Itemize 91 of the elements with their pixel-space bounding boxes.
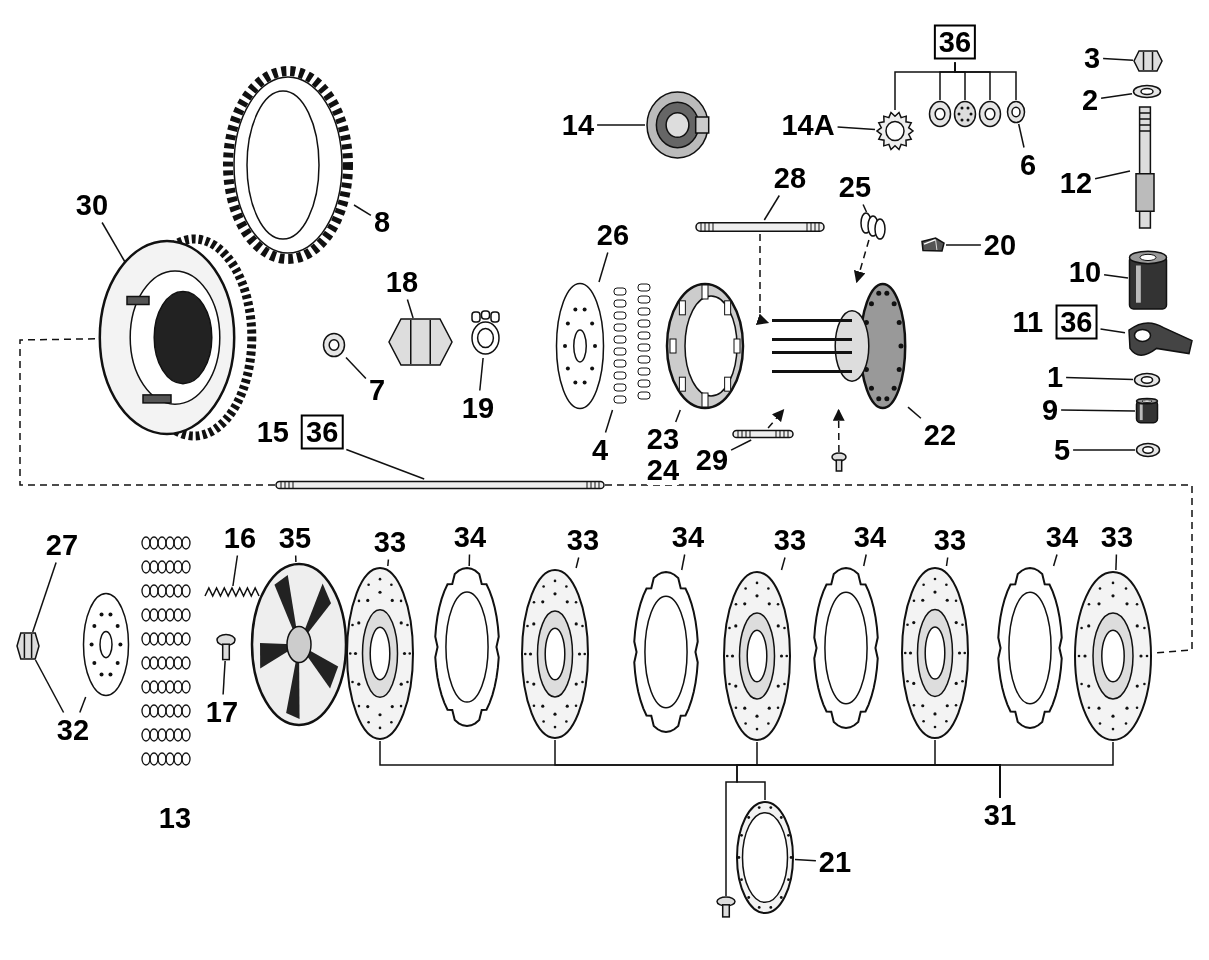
leader-line bbox=[1094, 170, 1131, 180]
steel-plate-drawing bbox=[996, 566, 1064, 730]
leader-line bbox=[725, 764, 1001, 897]
tab-washer-drawing bbox=[468, 310, 503, 358]
leader-line bbox=[1072, 449, 1136, 451]
leader-line bbox=[34, 659, 65, 714]
leader-line bbox=[575, 556, 580, 569]
leader-line bbox=[907, 406, 922, 420]
leader-line bbox=[680, 553, 686, 571]
leader-line bbox=[862, 553, 867, 567]
pressure-plate-drawing bbox=[250, 562, 348, 727]
leader-line bbox=[862, 203, 868, 213]
leader-line bbox=[604, 409, 614, 434]
leader-line bbox=[345, 356, 367, 380]
leader-line bbox=[353, 204, 372, 217]
rod-drawing bbox=[695, 220, 825, 234]
leader-line bbox=[294, 554, 297, 563]
friction-plate-drawing bbox=[722, 570, 792, 742]
hex-nut-drawing bbox=[1133, 50, 1163, 72]
dashed-arrow bbox=[832, 408, 845, 453]
leader-line bbox=[1060, 409, 1136, 412]
dashed-arrow bbox=[853, 239, 870, 284]
drum-drawing bbox=[665, 282, 745, 410]
rod-drawing bbox=[275, 479, 605, 491]
leader-line bbox=[222, 660, 226, 696]
screw-drawing bbox=[215, 633, 237, 661]
callout-number: 36 bbox=[933, 24, 977, 60]
leader-line bbox=[730, 439, 752, 451]
steel-plate-drawing bbox=[632, 570, 700, 734]
gasket-drawing bbox=[735, 800, 795, 915]
sleeve-drawing bbox=[1128, 250, 1168, 312]
steel-plate-drawing bbox=[433, 566, 501, 728]
rod-drawing bbox=[732, 428, 794, 440]
leader-line bbox=[468, 553, 471, 567]
screw-drawing bbox=[715, 896, 737, 918]
leader-line bbox=[1099, 328, 1126, 334]
hex-nut-drawing bbox=[388, 318, 453, 366]
leader-line bbox=[836, 126, 876, 131]
friction-plate-drawing bbox=[1073, 570, 1153, 742]
leader-line bbox=[674, 409, 682, 423]
plate-drawing bbox=[555, 282, 605, 410]
washer-drawing bbox=[1133, 372, 1161, 388]
washer-drawing bbox=[978, 100, 1002, 128]
leader-line bbox=[794, 858, 817, 862]
callout-number: 13 bbox=[158, 803, 192, 833]
leader-line bbox=[596, 124, 646, 126]
spring-drawing bbox=[203, 586, 261, 598]
washer-drawing bbox=[1006, 100, 1026, 124]
washer-drawing bbox=[322, 332, 346, 358]
leader-line bbox=[945, 556, 949, 567]
dashed-arrow bbox=[755, 233, 770, 325]
leader-line bbox=[1103, 273, 1129, 279]
disc-drawing bbox=[953, 100, 977, 128]
leader-line bbox=[1102, 57, 1134, 61]
leader-line bbox=[387, 558, 390, 567]
leader-line bbox=[1065, 376, 1134, 381]
leader-line bbox=[479, 357, 484, 392]
leader-line bbox=[598, 251, 609, 283]
sprocket-ring-drawing bbox=[222, 65, 354, 265]
washer-drawing bbox=[928, 100, 952, 128]
leader-line bbox=[406, 298, 414, 319]
leader-line bbox=[1017, 123, 1025, 149]
plate-drawing bbox=[82, 592, 130, 697]
friction-plate-drawing bbox=[345, 566, 415, 741]
sleeve-drawing bbox=[1135, 398, 1159, 424]
leader-line bbox=[31, 561, 57, 633]
leader-line bbox=[1052, 553, 1058, 567]
steel-plate-drawing bbox=[812, 566, 880, 730]
leader-line bbox=[232, 554, 239, 587]
screw-drawing bbox=[830, 452, 848, 472]
leader-line bbox=[763, 194, 781, 221]
callout-number: 36 bbox=[301, 414, 344, 450]
friction-plate-drawing bbox=[520, 568, 590, 740]
callout-number: 36 bbox=[1055, 304, 1098, 340]
dashed-arrow bbox=[767, 409, 785, 429]
leader-line bbox=[945, 244, 982, 246]
leader-line bbox=[780, 556, 786, 571]
friction-plate-drawing bbox=[900, 566, 970, 740]
washer-drawing bbox=[1132, 84, 1162, 99]
leader-line bbox=[954, 61, 1017, 101]
lock-washer-drawing bbox=[875, 110, 915, 152]
leader-line bbox=[101, 221, 126, 263]
key-drawing bbox=[920, 236, 946, 254]
washer-drawing bbox=[1135, 442, 1161, 458]
leader-line bbox=[1115, 553, 1118, 571]
leader-line bbox=[79, 696, 87, 714]
key-drawing bbox=[858, 212, 888, 240]
hex-nut-drawing bbox=[16, 632, 40, 660]
bearing-drawing bbox=[645, 90, 710, 160]
leader-line bbox=[345, 448, 425, 480]
leader-line bbox=[1100, 92, 1133, 100]
